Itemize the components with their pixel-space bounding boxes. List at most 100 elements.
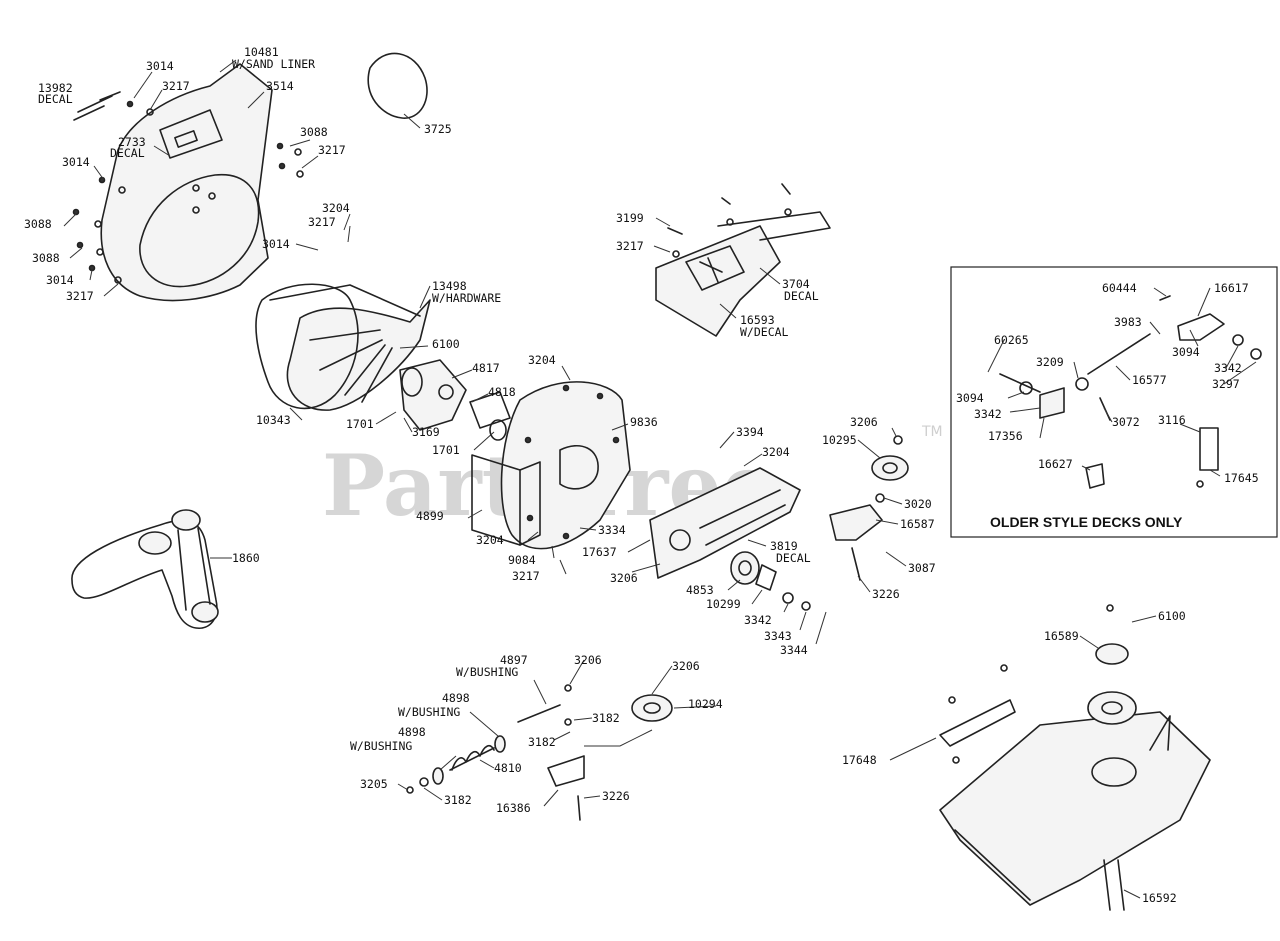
label-16592: 16592: [1142, 891, 1177, 905]
label-3217: 3217: [318, 143, 346, 157]
label-2733: 2733: [118, 135, 146, 149]
belt-1860: [71, 509, 219, 629]
label-16587: 16587: [900, 517, 935, 531]
label-3983: 3983: [1114, 315, 1142, 329]
label-17637: 17637: [582, 545, 617, 559]
label-3014: 3014: [62, 155, 90, 169]
label-16589: 16589: [1044, 629, 1079, 643]
label-3297: 3297: [1212, 377, 1240, 391]
label-3217: 3217: [162, 79, 190, 93]
label-3725: 3725: [424, 122, 452, 136]
label-3206: 3206: [610, 571, 638, 585]
label-3343: 3343: [764, 629, 792, 643]
label-w-hardware: W/HARDWARE: [432, 291, 501, 305]
label-3087: 3087: [908, 561, 936, 575]
label-4853: 4853: [686, 583, 714, 597]
label-16593: 16593: [740, 313, 775, 327]
label-4898-w-bushing: W/BUSHING: [350, 739, 412, 753]
label-6100: 6100: [432, 337, 460, 351]
label-3088: 3088: [32, 251, 60, 265]
label-1860: 1860: [232, 551, 260, 565]
inset-older-style-decks: OLDER STYLE DECKS ONLY: [950, 266, 1278, 538]
label-1701: 1701: [346, 417, 374, 431]
ring-clamp-3725: [367, 52, 428, 119]
label-4897-w-bushing: W/BUSHING: [456, 665, 518, 679]
label-17356: 17356: [988, 429, 1023, 443]
callout-labels: 3014 10481 W/SAND LINER 13982 DECAL 3217…: [24, 45, 1259, 905]
label-17645: 17645: [1224, 471, 1259, 485]
label-3394: 3394: [736, 425, 764, 439]
label-3169: 3169: [412, 425, 440, 439]
cover-16593: [655, 183, 831, 337]
label-60265: 60265: [994, 333, 1029, 347]
label-4898-w-bushing: W/BUSHING: [398, 705, 460, 719]
leader-lines: [63, 59, 1257, 899]
label-3014: 3014: [46, 273, 74, 287]
label-3704-decal: DECAL: [784, 289, 819, 303]
label-3209: 3209: [1036, 355, 1064, 369]
label-3217: 3217: [66, 289, 94, 303]
pulley-4853: [730, 551, 811, 611]
label-10299: 10299: [706, 597, 741, 611]
label-2733-decal: DECAL: [110, 146, 145, 160]
back-plate-9836: [500, 381, 631, 550]
label-3182: 3182: [592, 711, 620, 725]
label-3094: 3094: [956, 391, 984, 405]
label-16617: 16617: [1214, 281, 1249, 295]
label-16577: 16577: [1132, 373, 1167, 387]
idler-arm-16587: [829, 435, 909, 581]
label-16627: 16627: [1038, 457, 1073, 471]
idler-linkage: [406, 684, 673, 821]
watermark-trademark: TM: [921, 424, 943, 440]
label-3014: 3014: [262, 237, 290, 251]
label-3020: 3020: [904, 497, 932, 511]
label-3819-decal: DECAL: [776, 551, 811, 565]
label-6100: 6100: [1158, 609, 1186, 623]
label-60444: 60444: [1102, 281, 1137, 295]
label-16386: 16386: [496, 801, 531, 815]
label-10294: 10294: [688, 697, 723, 711]
label-3334: 3334: [598, 523, 626, 537]
label-3199: 3199: [616, 211, 644, 225]
label-3088: 3088: [24, 217, 52, 231]
label-4897: 4897: [500, 653, 528, 667]
bracket-4899: [471, 454, 541, 546]
label-3205: 3205: [360, 777, 388, 791]
label-4818: 4818: [488, 385, 516, 399]
label-3819: 3819: [770, 539, 798, 553]
label-13982: 13982: [38, 81, 73, 95]
label-10343: 10343: [256, 413, 291, 427]
label-3344: 3344: [780, 643, 808, 657]
label-10481: 10481: [244, 45, 279, 59]
label-3226: 3226: [602, 789, 630, 803]
label-3072: 3072: [1112, 415, 1140, 429]
label-w-decal: W/DECAL: [740, 325, 789, 339]
label-3342: 3342: [1214, 361, 1242, 375]
mower-deck: [939, 604, 1211, 911]
label-3342: 3342: [974, 407, 1002, 421]
label-3704: 3704: [782, 277, 810, 291]
label-3204: 3204: [476, 533, 504, 547]
label-3182: 3182: [444, 793, 472, 807]
label-3226: 3226: [872, 587, 900, 601]
label-w-sand-liner: W/SAND LINER: [232, 57, 315, 71]
label-17648: 17648: [842, 753, 877, 767]
label-9836: 9836: [630, 415, 658, 429]
label-3014: 3014: [146, 59, 174, 73]
label-3514: 3514: [266, 79, 294, 93]
label-10295: 10295: [822, 433, 857, 447]
label-3206: 3206: [850, 415, 878, 429]
label-3088: 3088: [300, 125, 328, 139]
label-4817: 4817: [472, 361, 500, 375]
idler-bracket-17637: [649, 467, 801, 579]
label-13498: 13498: [432, 279, 467, 293]
label-3206: 3206: [574, 653, 602, 667]
label-3217: 3217: [616, 239, 644, 253]
label-9084: 9084: [508, 553, 536, 567]
hub-4817: [399, 359, 467, 431]
label-4899: 4899: [416, 509, 444, 523]
housing-fasteners: [72, 100, 304, 284]
label-3217: 3217: [512, 569, 540, 583]
label-3217: 3217: [308, 215, 336, 229]
